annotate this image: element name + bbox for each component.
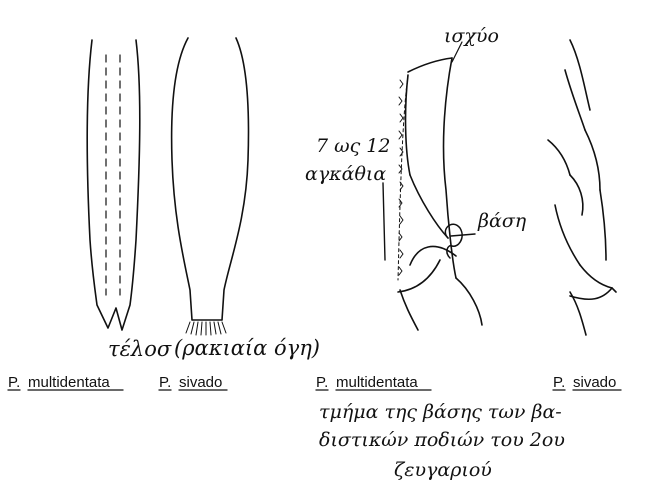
species-prefix: P. [553, 374, 565, 391]
label-basis: βάση [477, 210, 527, 232]
terminal-spines [186, 322, 226, 335]
spine-mark [400, 250, 403, 258]
leg-sivado [548, 40, 616, 335]
species-label-right-1: P. multidentata [316, 374, 431, 391]
label-telson: τέλοσ [108, 337, 172, 361]
spine-mark [400, 80, 403, 88]
species-label-left-1: P. multidentata [8, 374, 123, 391]
spine-mark [399, 131, 402, 139]
species-name: multidentata [336, 374, 418, 391]
species-label-left-2: P. sivado [159, 374, 227, 391]
leg-multidentata [383, 42, 482, 330]
species-name: sivado [573, 374, 616, 391]
species-name: sivado [179, 374, 222, 391]
species-prefix: P. [8, 374, 20, 391]
telson-multidentata [87, 40, 140, 330]
spine-mark [399, 267, 402, 275]
species-name: multidentata [28, 374, 110, 391]
caption-line-1: τμήμα της βάσης των βα- [319, 401, 562, 423]
species-label-right-2: P. sivado [553, 374, 621, 391]
species-prefix: P. [159, 374, 171, 391]
telson-sivado [172, 38, 249, 335]
spine-mark [400, 216, 403, 224]
caption-line-3: ζευγαριού [394, 459, 492, 481]
label-ischium: ισχύο [444, 25, 499, 47]
label-spines-telson: (ρακιαία όγη) [174, 336, 320, 360]
label-spines-count: αγκάθια [305, 163, 386, 185]
spine-mark [400, 114, 403, 122]
spine-mark [399, 97, 402, 105]
caption: τμήμα της βάσης των βα- διστικών ποδιών … [319, 401, 565, 481]
species-prefix: P. [316, 374, 328, 391]
caption-line-2: διστικών ποδιών του 2ου [319, 429, 565, 451]
label-range: 7 ως 12 [316, 135, 390, 157]
